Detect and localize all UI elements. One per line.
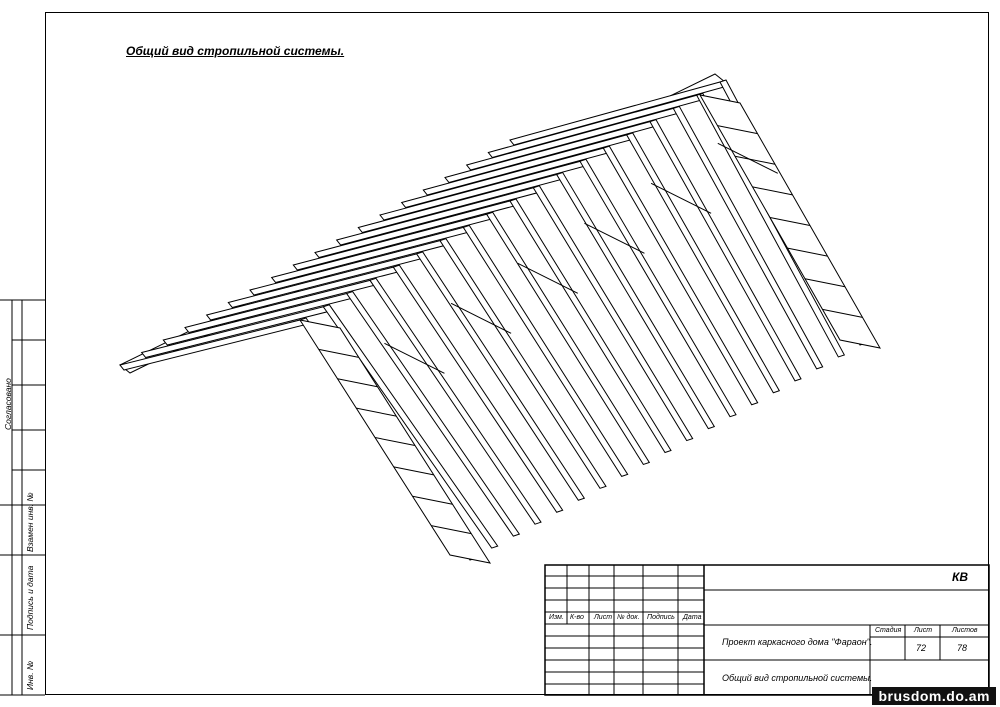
back-gable-ladder-rung xyxy=(787,247,828,257)
back-gable-ladder-rung xyxy=(752,186,793,196)
right-rafter xyxy=(579,158,737,418)
right-rafter xyxy=(462,224,629,477)
right-rafter xyxy=(672,105,824,370)
collar-tie xyxy=(450,302,512,334)
back-gable-ladder-rung xyxy=(717,125,758,135)
drawing-title: Общий вид стропильной системы. xyxy=(126,44,345,58)
right-rafter xyxy=(509,198,672,454)
tb-sheet-label: Лист xyxy=(914,627,933,634)
back-gable-ladder-rung xyxy=(804,278,846,288)
right-rafter xyxy=(485,211,651,466)
front-gable-ladder-rung xyxy=(431,525,472,535)
tb-header-change: Изм. xyxy=(549,614,564,621)
collar-tie xyxy=(584,222,645,254)
front-gable-ladder-rung xyxy=(356,407,397,417)
site-watermark: brusdom.do.am xyxy=(872,687,996,705)
right-rafter xyxy=(345,290,521,537)
right-rafter xyxy=(555,171,716,430)
tb-sheets-total: 78 xyxy=(957,643,968,653)
tb-project-name: Проект каркасного дома "Фараон". xyxy=(722,637,873,647)
tb-header-signature: Подпись xyxy=(647,614,675,621)
front-gable-ladder-rung xyxy=(337,378,378,388)
tb-sheets-label: Листов xyxy=(952,627,978,634)
back-gable-ladder-rung xyxy=(769,217,811,226)
right-rafter xyxy=(602,145,759,406)
collar-tie xyxy=(717,142,779,174)
right-rafter xyxy=(649,119,802,382)
back-gable-ladder-rung xyxy=(734,155,776,165)
front-gable-ladder-rung xyxy=(412,495,453,505)
tb-header-sheet: Лист xyxy=(594,614,613,621)
tb-header-qty: К-во xyxy=(570,614,584,621)
right-rafter xyxy=(439,238,607,489)
collar-tie xyxy=(384,342,445,374)
right-rafter xyxy=(695,92,846,358)
tb-header-date: Дата xyxy=(683,614,702,621)
right-rafter xyxy=(625,132,781,394)
front-gable-ladder-rung xyxy=(318,348,359,358)
collar-tie xyxy=(650,182,712,214)
tb-sheet-number: 72 xyxy=(916,643,927,653)
drawing-frame xyxy=(45,12,989,695)
tb-document-code: КВ xyxy=(952,570,969,584)
right-rafter xyxy=(322,304,499,549)
right-rafter xyxy=(532,185,694,442)
right-rafter xyxy=(415,251,586,501)
right-rafter xyxy=(392,264,564,513)
tb-stage-label: Стадия xyxy=(875,627,902,634)
right-rafter xyxy=(369,277,542,525)
tb-header-doc-no: № док. xyxy=(617,614,640,621)
tb-sheet-name: Общий вид стропильной системы. xyxy=(722,673,873,683)
back-gable-ladder-rung xyxy=(822,308,863,318)
collar-tie xyxy=(517,262,579,294)
front-gable-ladder-rung xyxy=(374,437,416,446)
front-gable-ladder-rung xyxy=(393,466,434,476)
